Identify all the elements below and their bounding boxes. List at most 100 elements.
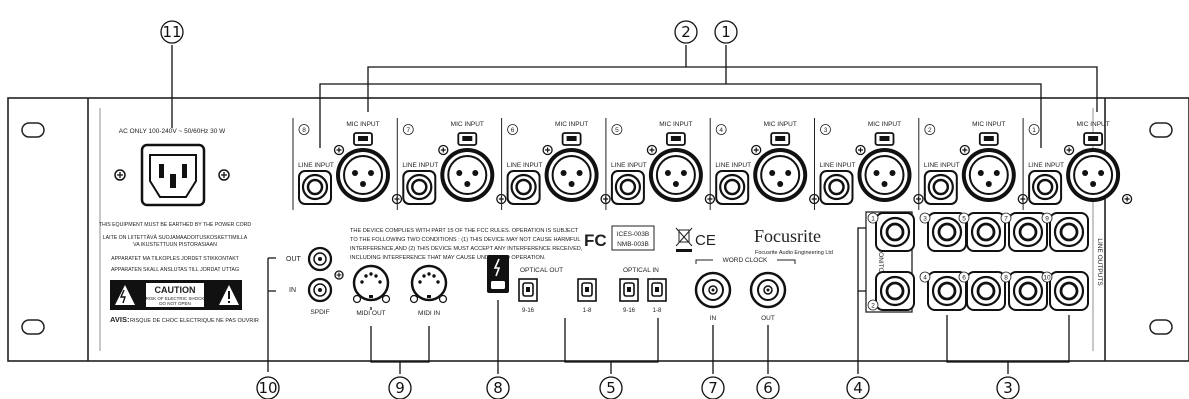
line-input-jack: [1028, 170, 1063, 205]
avis-text: RISQUE DE CHOC ELECTRIQUE NE PAS OUVRIR: [130, 318, 259, 324]
mic-input-label: MIC INPUT: [346, 121, 379, 128]
mic-input-xlr: [336, 132, 390, 202]
line-output-number: 9: [1045, 216, 1049, 223]
line-input-jack: [402, 170, 437, 205]
caution-title: CAUTION: [155, 285, 196, 295]
callout-3: 3: [996, 376, 1020, 399]
optical-ports: 9-16 1-8 9-16 1-8: [518, 278, 667, 314]
power-rating: AC ONLY 100-240V ~ 50/60Hz 30 W: [119, 128, 226, 135]
spdif-section: OUT IN SPDIF: [286, 246, 344, 316]
optical-port-label: 9-16: [522, 308, 535, 314]
line-output-jack: [1049, 271, 1089, 311]
optical-port: 9-16: [518, 278, 538, 314]
mic-input-label: MIC INPUT: [868, 121, 901, 128]
mic-input-xlr: [961, 132, 1016, 202]
channel-strip: 4 MIC INPUT LINE INPUT: [709, 118, 820, 210]
spdif-label: SPDIF: [310, 309, 329, 316]
callout-11: 11: [160, 20, 184, 44]
fcc-logo: FC: [584, 231, 607, 250]
optical-port: 9-16: [619, 278, 639, 314]
fcc-line: TO THE FOLLOWING TWO CONDITIONS : (1) TH…: [350, 237, 581, 243]
line-input-label: LINE INPUT: [715, 162, 751, 169]
mic-input-xlr: [1066, 132, 1121, 202]
rack-slot-top-left: [21, 122, 45, 138]
line-input-jack: [298, 170, 332, 205]
line-input-jack: [819, 170, 854, 205]
warning-line: THIS EQUIPMENT MUST BE EARTHED BY THE PO…: [99, 222, 252, 228]
line-output-number: 3: [923, 216, 927, 223]
line-input-jack: [715, 170, 750, 205]
nmb-label: NMB-003B: [617, 241, 649, 248]
channel-number: 8: [302, 127, 306, 134]
callout-number: 7: [708, 379, 718, 397]
midi-in-label: MIDI IN: [418, 310, 440, 317]
optical-port-label: 1-8: [653, 308, 662, 314]
channel-number: 1: [1032, 127, 1036, 134]
mic-input-xlr: [544, 132, 599, 202]
callout-6: 6: [756, 376, 780, 399]
thunderbolt-port: [487, 255, 509, 293]
word-clock-in-label: IN: [710, 315, 717, 322]
caution-line: DO NOT OPEN: [159, 301, 190, 306]
ices-label: ICES-003B: [617, 231, 650, 238]
callout-number: 5: [606, 379, 616, 397]
word-clock-out-bnc: [749, 271, 787, 309]
compliance-section: THE DEVICE COMPLIES WITH PART 15 OF THE …: [350, 225, 833, 261]
mic-input-label: MIC INPUT: [555, 121, 588, 128]
mic-input-label: MIC INPUT: [1076, 121, 1109, 128]
callout-number: 10: [258, 379, 277, 397]
optical-in-label: OPTICAL IN: [623, 267, 659, 274]
callout-5: 5: [599, 376, 623, 399]
callout-number: 2: [681, 23, 691, 41]
midi-in-din-port: [410, 264, 448, 302]
callout-number: 11: [162, 23, 181, 41]
warning-line: APPARATET MA TILKOPLES JORDET STIKKONTAK…: [111, 256, 240, 262]
mic-input-xlr: [648, 132, 703, 202]
channel-number: 4: [719, 127, 723, 134]
rack-slot-bottom-left: [21, 319, 45, 335]
line-output-jack: [966, 271, 1006, 311]
line-outputs-label: LINE OUTPUTS: [1096, 238, 1103, 286]
line-input-jack: [923, 170, 958, 205]
optical-port-label: 1-8: [583, 308, 592, 314]
word-clock-in-bnc: [694, 271, 732, 309]
warning-line: APPARATEN SKALL ANSLUTAS TILL JORDAT UTT…: [111, 267, 239, 273]
spdif-in-label: IN: [289, 287, 296, 294]
fcc-line: THE DEVICE COMPLIES WITH PART 15 OF THE …: [350, 228, 579, 234]
line-output-jack: [927, 271, 967, 311]
warning-line: VA IKUSTETTUUN PISTORASIAAN: [133, 242, 217, 248]
monitor-label: MONITOR: [877, 247, 884, 278]
mic-input-label: MIC INPUT: [659, 121, 692, 128]
optical-port: 1-8: [577, 278, 597, 314]
iec-power-inlet: [114, 143, 230, 207]
callout-7: 7: [701, 376, 725, 399]
line-input-label: LINE INPUT: [924, 162, 960, 169]
line-input-label: LINE INPUT: [820, 162, 856, 169]
mic-input-xlr: [857, 132, 912, 202]
spdif-out-rca-jack: [307, 246, 333, 272]
channel-strip: 1 MIC INPUT LINE INPUT: [1022, 118, 1133, 210]
callout-number: 9: [395, 379, 405, 397]
optical-out-label: OPTICAL OUT: [520, 267, 563, 274]
channel-number: 2: [928, 127, 932, 134]
midi-out-din-port: [352, 264, 390, 302]
line-output-number: 10: [1043, 275, 1051, 282]
mic-input-label: MIC INPUT: [764, 121, 797, 128]
brand-logo: Focusrite: [754, 226, 821, 246]
line-output-number: 7: [1004, 216, 1008, 223]
word-clock-section: WORD CLOCK IN OUT: [694, 257, 796, 322]
mic-input-xlr: [440, 132, 495, 202]
optical-section: OPTICAL OUT OPTICAL IN 9-16 1-8 9-16 1-8: [518, 267, 667, 314]
channel-number: 6: [511, 127, 515, 134]
callout-labels: 1 2 3 4 5 6 7 8 9 10 11: [160, 20, 1020, 399]
callout-number: 6: [763, 379, 773, 397]
callout-1: 1: [714, 20, 738, 44]
line-output-jack: [1049, 212, 1089, 252]
callout-leaders: [171, 45, 1098, 374]
line-input-label: LINE INPUT: [1028, 162, 1064, 169]
